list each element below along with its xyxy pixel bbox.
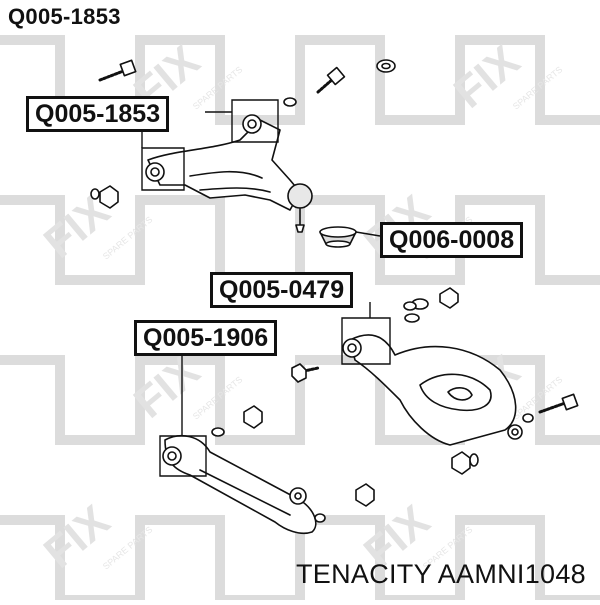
leader-line <box>341 317 391 365</box>
watermark-taglines: SPARE PARTS SPARE PARTS SPARE PARTS SPAR… <box>101 64 565 571</box>
ball-joint-icon <box>287 183 313 209</box>
leader-lines <box>141 99 391 477</box>
callout-ball-joint-boot: Q006-0008 <box>380 222 524 258</box>
upper-fasteners <box>90 59 396 209</box>
ball-joint-boot <box>319 226 357 248</box>
upper-control-arm <box>145 114 313 233</box>
callout-lower-rear: Q005-0479 <box>210 272 354 308</box>
lower-front-arm <box>162 405 375 535</box>
callout-upper-arm: Q005-1853 <box>26 96 170 132</box>
leader-line <box>141 147 185 191</box>
callout-lower-front: Q005-1906 <box>134 320 278 356</box>
leader-line <box>355 231 381 237</box>
leader-line <box>231 99 279 143</box>
leader-line <box>159 435 207 477</box>
lower-rear-arm <box>291 287 579 475</box>
footer-part-number: TENACITY AAMNI1048 <box>295 559 586 589</box>
page-title: Q005-1853 <box>8 4 121 29</box>
